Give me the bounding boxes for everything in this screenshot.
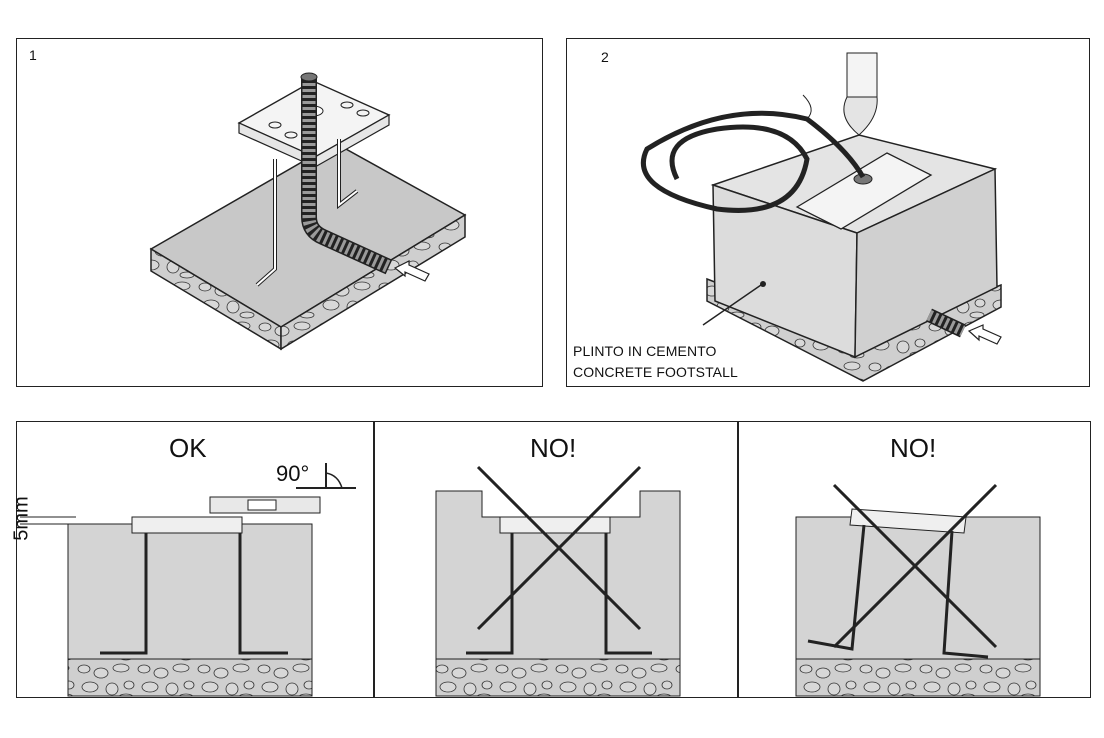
label-english: CONCRETE FOOTSTALL xyxy=(573,364,738,380)
section-no-tilted: NO! xyxy=(738,421,1091,698)
panel-number: 1 xyxy=(29,47,37,63)
label-italian: PLINTO IN CEMENTO xyxy=(573,343,717,359)
gravel-slab-illustration xyxy=(149,72,467,351)
section-title: NO! xyxy=(890,433,937,463)
depth-label: 5mm xyxy=(10,496,33,541)
panel-number: 2 xyxy=(601,49,609,65)
angle-label: 90° xyxy=(276,461,310,486)
section-divider xyxy=(373,421,375,698)
section-title: OK xyxy=(169,433,207,463)
panel-1: 1 xyxy=(16,38,543,387)
raised-installation-illustration xyxy=(435,465,681,697)
panel-2: 2 PLINTO IN CEMENTO CONCRETE FOOTSTALL xyxy=(566,38,1090,387)
ok-installation-illustration xyxy=(20,463,356,697)
section-no-raised: NO! xyxy=(374,421,737,698)
section-title: NO! xyxy=(530,433,577,463)
concrete-footstall-illustration xyxy=(640,52,1002,382)
tilted-installation-illustration xyxy=(795,483,1041,697)
section-ok: OK 90° 5mm xyxy=(11,421,374,698)
section-divider xyxy=(737,421,739,698)
footstall-label: PLINTO IN CEMENTO CONCRETE FOOTSTALL xyxy=(573,341,738,383)
